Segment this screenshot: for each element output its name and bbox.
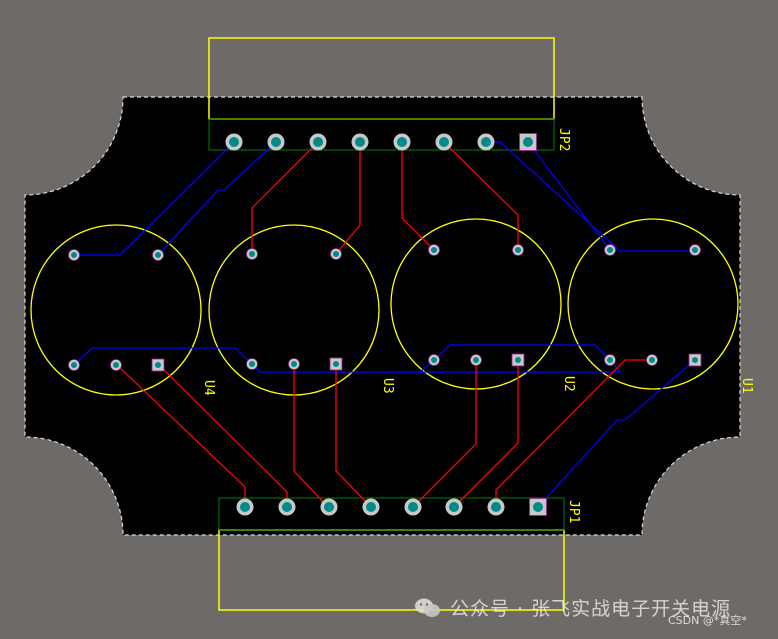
u4-silk-circle [30,224,202,396]
trace-blue [74,141,235,256]
designator-u2: U2 [561,376,576,392]
pad [362,498,380,516]
trace-red [251,141,319,254]
jp1-outline [218,497,565,531]
trace-red [412,360,477,508]
trace-blue [527,141,611,251]
pad [236,498,254,516]
board-outline [24,96,741,536]
trace-red [443,141,519,250]
pad [309,133,327,151]
pad [320,498,338,516]
bottom-layer-traces [73,141,696,508]
pad [225,133,243,151]
trace-red [335,142,361,255]
jp2-pads [225,133,537,151]
trace-blue [390,359,435,373]
pad [404,498,422,516]
pad [435,133,453,151]
trace-red [453,360,519,508]
designator-u3: U3 [380,378,395,394]
pad [278,498,296,516]
pad [487,498,505,516]
u-pads [68,244,702,372]
designator-jp1: JP1 [566,500,581,523]
jp1-silk-body [218,529,565,611]
trace-red [293,364,329,508]
pad [351,133,369,151]
trace-blue [433,344,611,361]
trace-blue [157,141,277,256]
pad [445,498,463,516]
pad [267,133,285,151]
designator-jp2: JP2 [556,128,571,151]
u1-silk-circle [567,218,739,390]
designator-u1: U1 [739,378,754,394]
designator-u4: U4 [201,380,216,396]
pad-square [529,498,547,516]
pad [477,133,495,151]
trace-red [401,142,435,251]
pad [393,133,411,151]
trace-blue [537,359,696,508]
jp2-outline [208,118,555,151]
pad-square [519,133,537,151]
trace-blue [73,347,622,373]
jp1-pads [236,498,547,516]
trace-red [335,364,372,508]
